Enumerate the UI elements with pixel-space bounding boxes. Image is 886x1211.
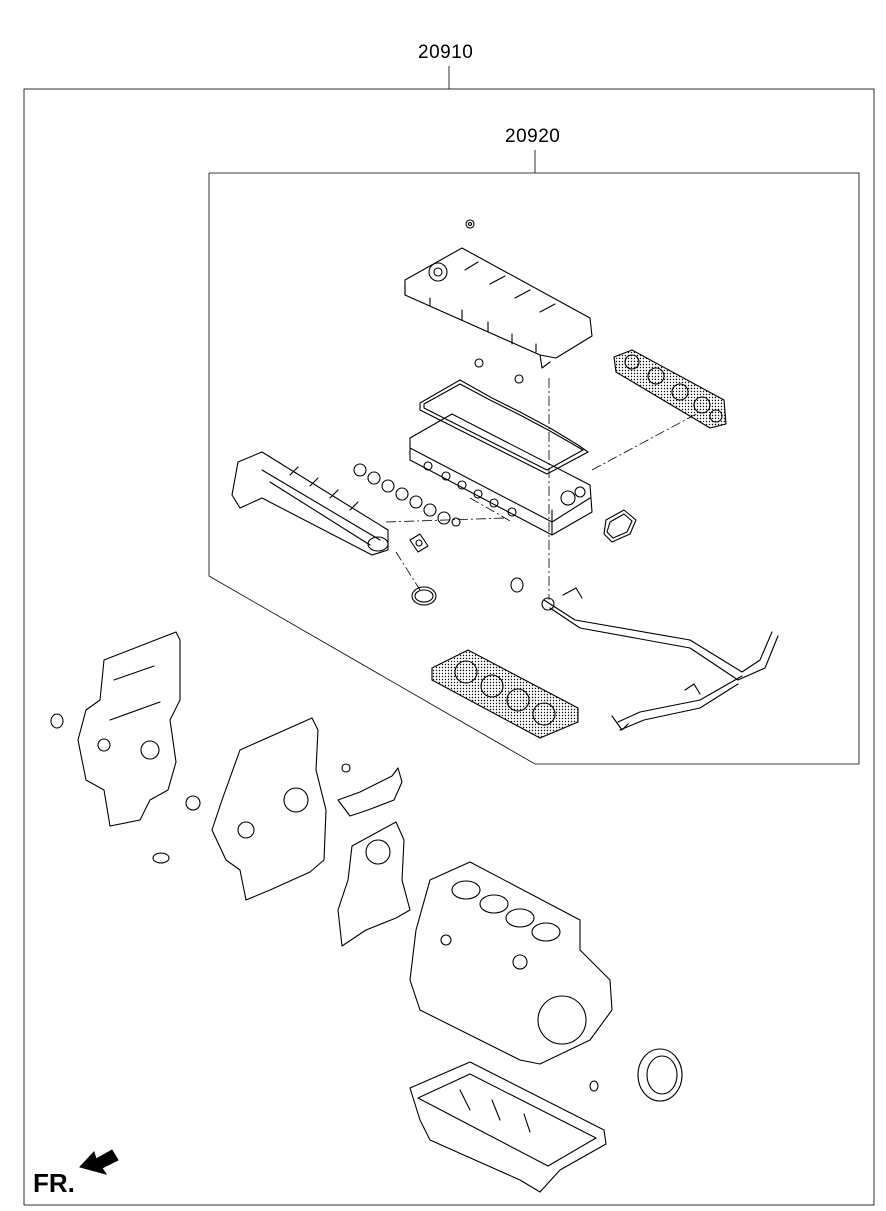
head-cover-gasket (419, 379, 589, 475)
throttle-body-gasket (409, 533, 429, 553)
coolant-pipe (541, 587, 779, 731)
part-number-20910[interactable]: 20910 (418, 42, 474, 63)
front-arrow-icon (79, 1149, 119, 1175)
drain-plug-gasket (589, 1080, 599, 1092)
leader-lines (385, 378, 701, 600)
o-ring-intake (411, 586, 437, 606)
o-ring-small (510, 577, 524, 593)
water-pump-gasket (337, 821, 411, 947)
inner-kit-frame (208, 150, 860, 765)
cylinder-head-gasket (431, 649, 579, 739)
cylinder-head-cover (404, 219, 593, 384)
front-oil-seal (185, 795, 201, 811)
cylinder-head (409, 413, 593, 536)
outer-kit-frame (23, 66, 875, 1206)
part-number-20920[interactable]: 20920 (505, 126, 561, 147)
timing-chain-cover (77, 631, 181, 827)
oil-seal-lower (152, 852, 170, 864)
intake-manifold-gaskets (353, 463, 461, 527)
timing-case-gasket (211, 717, 351, 901)
oil-seal-small (50, 713, 64, 729)
cylinder-block (409, 861, 613, 1065)
front-direction-label: FR. (33, 1168, 75, 1198)
oil-pump-gasket (337, 767, 403, 817)
intake-manifold (231, 451, 389, 556)
thermostat-gasket (603, 509, 637, 543)
oil-pan (409, 1061, 607, 1193)
exhaust-manifold-gasket (613, 349, 727, 429)
rear-oil-seal (637, 1048, 683, 1102)
